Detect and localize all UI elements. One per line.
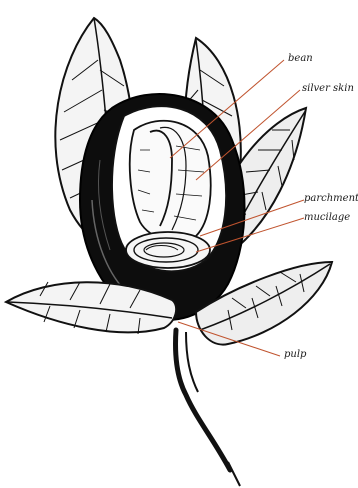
label-parchment: parchment — [304, 194, 358, 204]
label-bean: bean — [288, 54, 313, 64]
label-pulp: pulp — [284, 350, 306, 360]
label-silver-skin: silver skin — [302, 84, 354, 94]
label-mucilage: mucilage — [304, 213, 350, 223]
parchment-layer — [126, 232, 210, 268]
stem — [175, 330, 240, 486]
bean — [130, 121, 211, 241]
